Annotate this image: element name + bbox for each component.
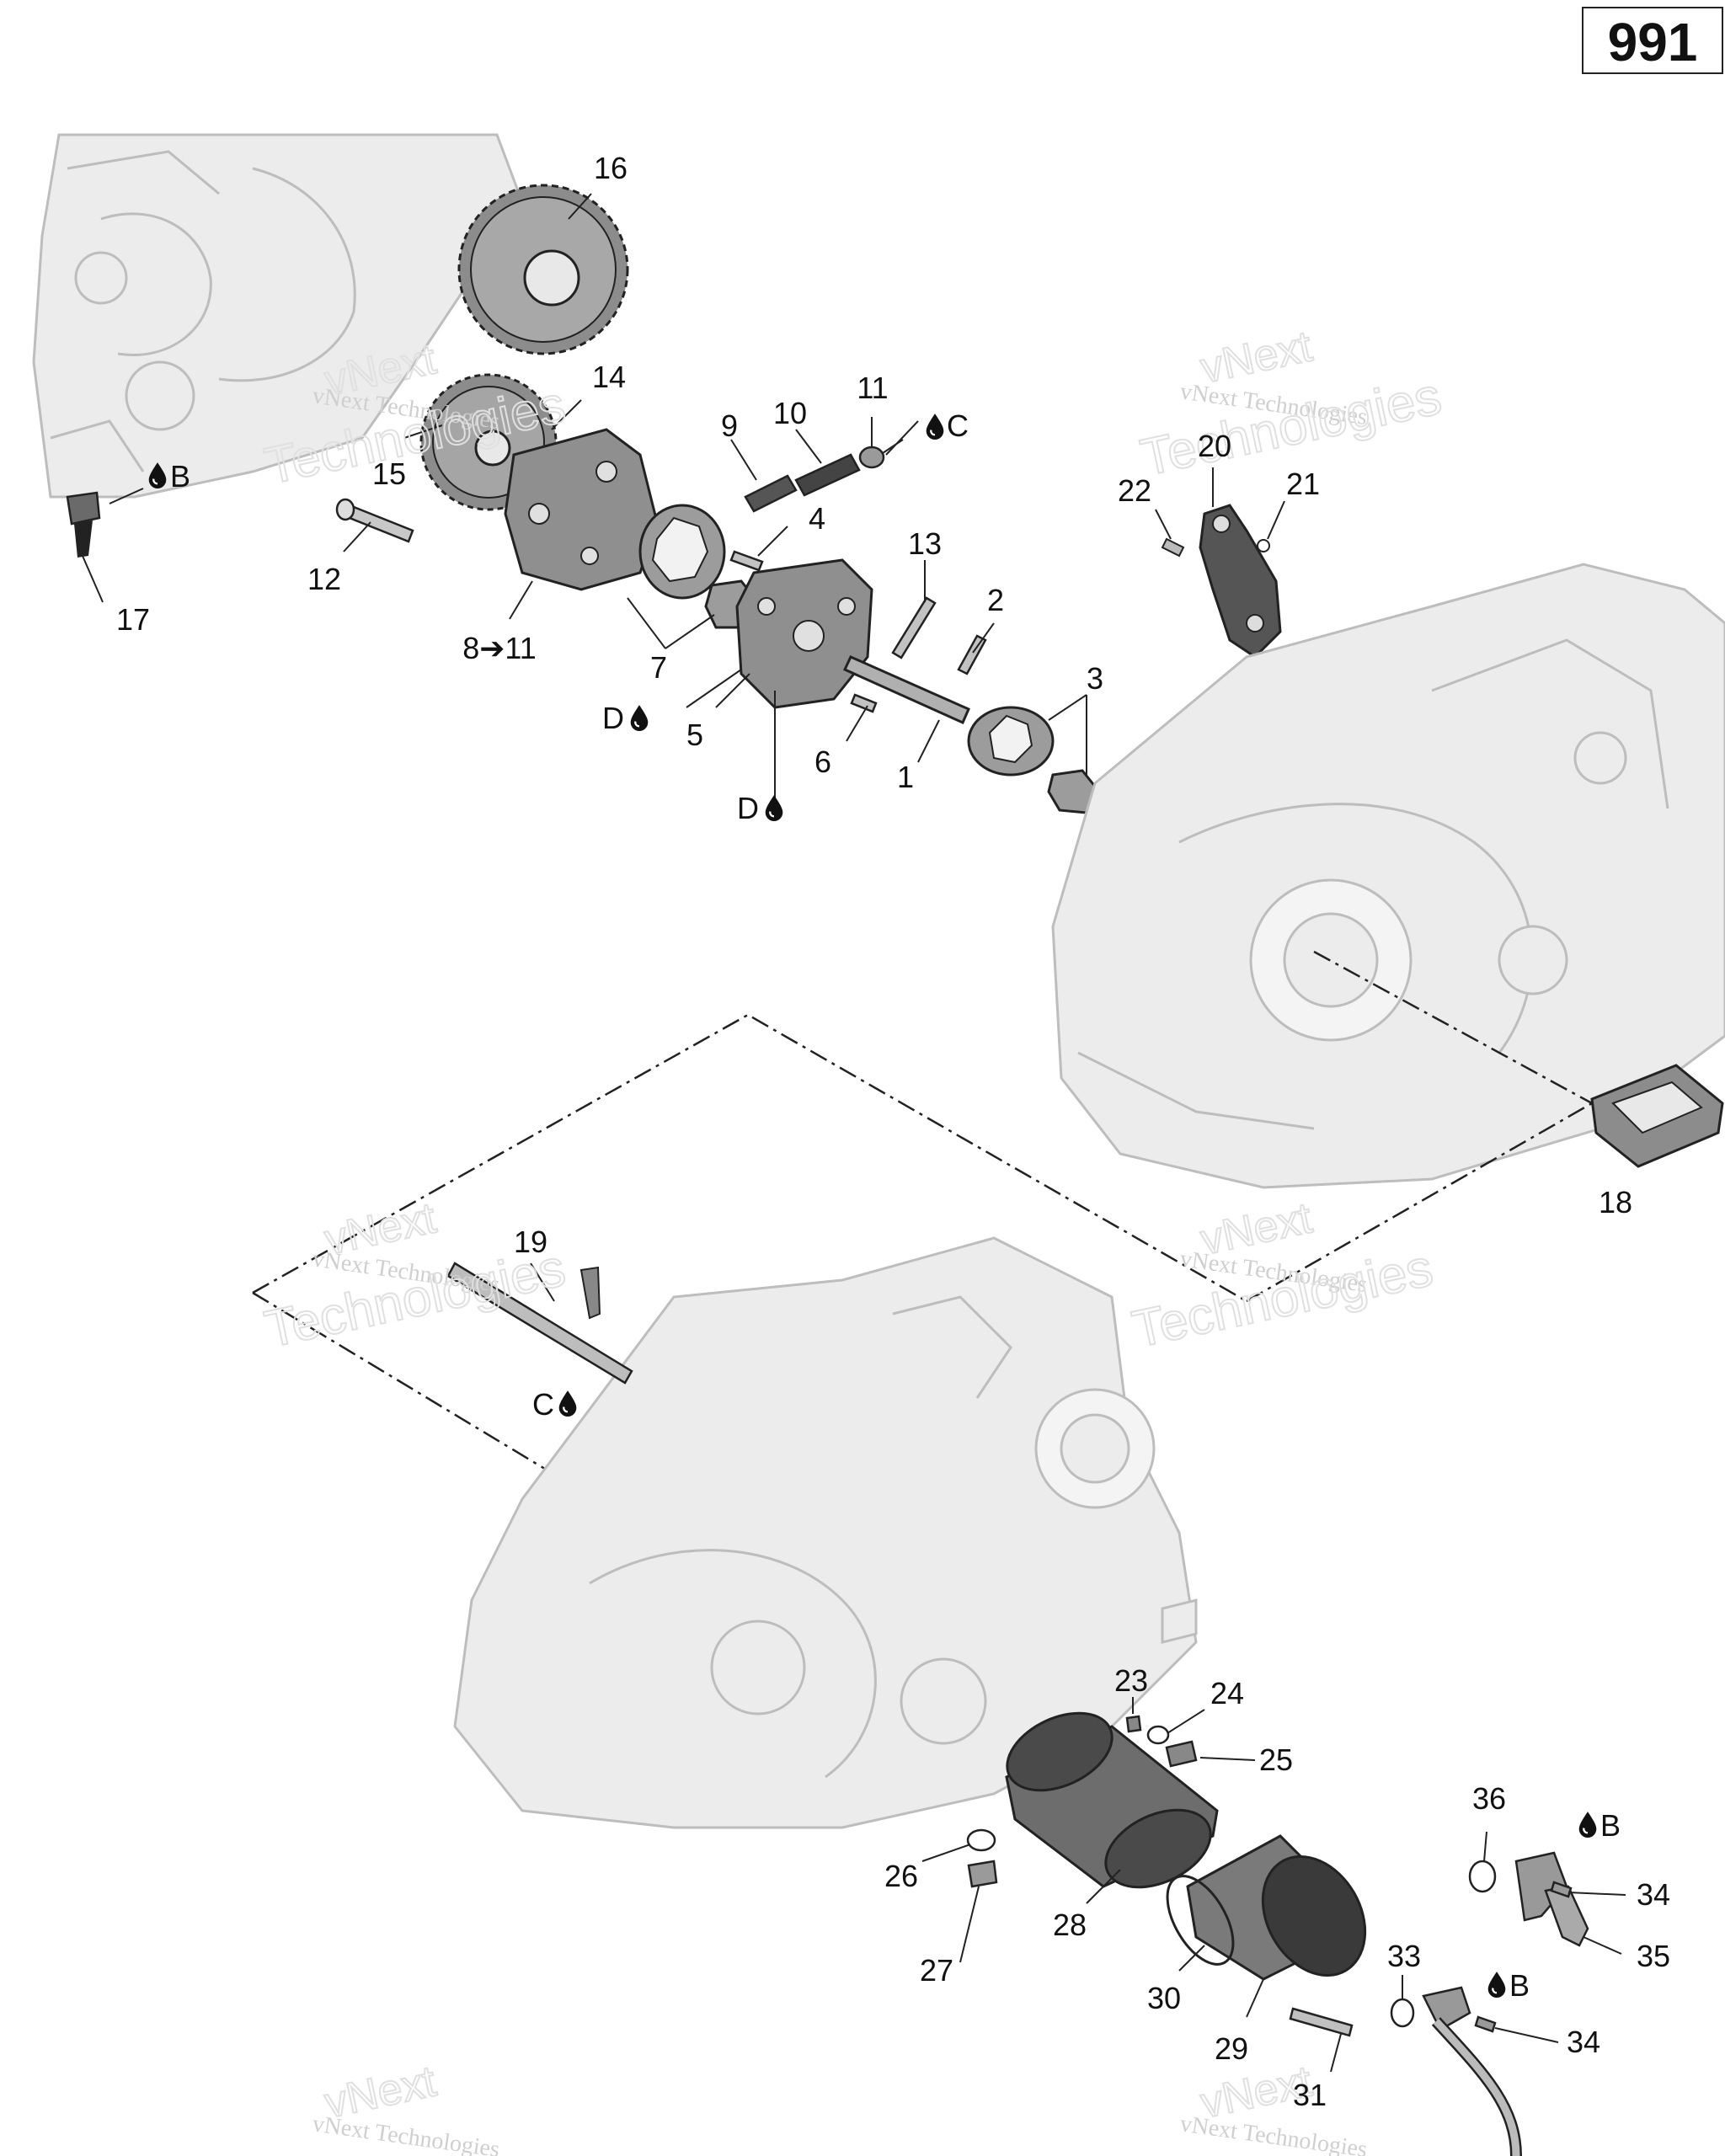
callout-7: 7 — [650, 650, 667, 685]
pump-body-5 — [735, 558, 873, 709]
lube-b-17: B — [170, 459, 190, 494]
callout-9: 9 — [721, 408, 738, 443]
callout-36: 36 — [1472, 1781, 1506, 1816]
callout-31: 31 — [1293, 2078, 1327, 2112]
lube-b-34a: B — [1600, 1808, 1621, 1843]
lube-d-5: D — [602, 701, 624, 735]
callout-25: 25 — [1259, 1742, 1293, 1777]
callout-28: 28 — [1053, 1908, 1087, 1942]
callout-18: 18 — [1599, 1185, 1632, 1219]
page-number-box: 991 — [1582, 7, 1723, 74]
filter-cover-29 — [1166, 1834, 1367, 1981]
callout-10: 10 — [773, 396, 807, 430]
lube-c-11: C — [947, 408, 969, 443]
pump-cover-8 — [504, 428, 659, 591]
callout-numbers: 1 2 3 4 5 6 7 8➔11 9 10 11 12 13 14 15 1… — [116, 151, 1670, 2112]
callout-27: 27 — [920, 1953, 953, 1988]
callout-34b: 34 — [1567, 2025, 1600, 2059]
callout-30: 30 — [1147, 1981, 1181, 2015]
svg-text:vNext: vNext — [320, 2057, 441, 2127]
sensor-17 — [66, 491, 101, 558]
callout-3: 3 — [1087, 661, 1103, 696]
crankcase-lower — [453, 1236, 1198, 1829]
gear-16 — [457, 184, 629, 355]
leader-lines — [82, 193, 1626, 2073]
oil-filter-28 — [1005, 1711, 1219, 1889]
callout-12: 12 — [307, 562, 341, 596]
lube-c-19: C — [532, 1387, 554, 1422]
callout-2: 2 — [987, 583, 1004, 617]
callout-20: 20 — [1198, 429, 1231, 463]
callout-15: 15 — [372, 456, 406, 491]
callout-23: 23 — [1114, 1663, 1148, 1698]
crankcase-right — [1051, 563, 1725, 1189]
pins-2-4-6-13 — [729, 550, 987, 713]
lube-d-body: D — [737, 791, 759, 825]
callout-22: 22 — [1118, 473, 1151, 508]
bracket-20 — [1161, 504, 1282, 659]
oil-line-fittings-33-36 — [1390, 1851, 1589, 2156]
callout-11: 11 — [857, 371, 888, 405]
callout-5: 5 — [686, 718, 703, 752]
svg-text:vNext: vNext — [1196, 322, 1316, 392]
alignment-lines — [252, 950, 1593, 1480]
bolt-12 — [335, 498, 414, 543]
callout-24: 24 — [1210, 1676, 1244, 1710]
svg-text:vNext: vNext — [1196, 1193, 1316, 1264]
callout-8-to-11: 8➔11 — [462, 631, 537, 665]
callout-33: 33 — [1387, 1939, 1421, 1973]
callout-19: 19 — [514, 1225, 547, 1259]
svg-text:vNext: vNext — [320, 1193, 441, 1264]
lubricant-markers: B C D D C B B — [147, 408, 1621, 2003]
callout-16: 16 — [594, 151, 628, 185]
relief-valve-9-10-11 — [744, 446, 885, 513]
callout-34a: 34 — [1637, 1877, 1670, 1912]
callout-29: 29 — [1215, 2031, 1248, 2066]
strainer-18 — [1590, 1064, 1724, 1168]
crankcase-upper-left — [32, 133, 524, 499]
pump-shaft-1 — [842, 655, 970, 724]
callout-6: 6 — [814, 744, 831, 779]
callout-14: 14 — [592, 360, 626, 394]
callout-17: 17 — [116, 602, 150, 637]
callout-21: 21 — [1286, 467, 1320, 501]
callout-4: 4 — [809, 501, 825, 536]
rotor-3 — [967, 706, 1101, 814]
oil-tube-19 — [446, 1262, 633, 1385]
lube-b-34b: B — [1509, 1968, 1530, 2003]
callout-35: 35 — [1637, 1939, 1670, 1973]
callout-26: 26 — [884, 1859, 918, 1893]
callout-1: 1 — [897, 760, 914, 794]
svg-text:Technologies: Technologies — [1128, 1239, 1438, 1359]
callout-13: 13 — [908, 526, 942, 561]
small-parts-23-27 — [966, 1715, 1354, 2037]
